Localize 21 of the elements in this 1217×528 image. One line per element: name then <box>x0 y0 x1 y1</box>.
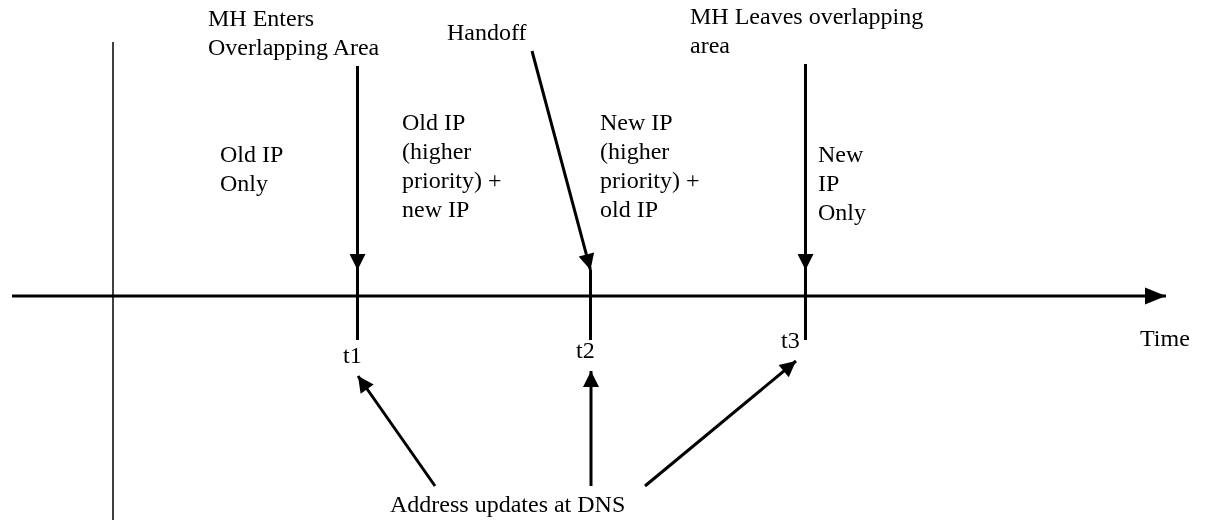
arrow <box>644 359 797 488</box>
phase-label: New IP (higher priority) + old IP <box>600 108 701 224</box>
event-label: Handoff <box>447 18 547 47</box>
event-label: MH Enters Overlapping Area <box>208 4 388 62</box>
arrow <box>349 66 366 270</box>
event-label: MH Leaves overlapping area <box>690 2 930 60</box>
tick-mark <box>589 270 592 340</box>
tick-mark <box>804 270 807 340</box>
arrow <box>530 50 595 271</box>
time-label: t3 <box>781 326 811 355</box>
tick-mark <box>356 270 359 340</box>
phase-label: New IP Only <box>818 140 867 227</box>
phase-label: Old IP Only <box>220 140 284 198</box>
arrow <box>797 64 814 270</box>
time-label: t2 <box>576 336 606 365</box>
arrow <box>583 371 599 486</box>
time-label: t1 <box>343 341 373 370</box>
phase-label: Old IP (higher priority) + new IP <box>402 108 503 224</box>
axis-label: Time <box>1140 324 1191 353</box>
arrow <box>356 375 437 487</box>
caption-label: Address updates at DNS <box>390 490 690 519</box>
